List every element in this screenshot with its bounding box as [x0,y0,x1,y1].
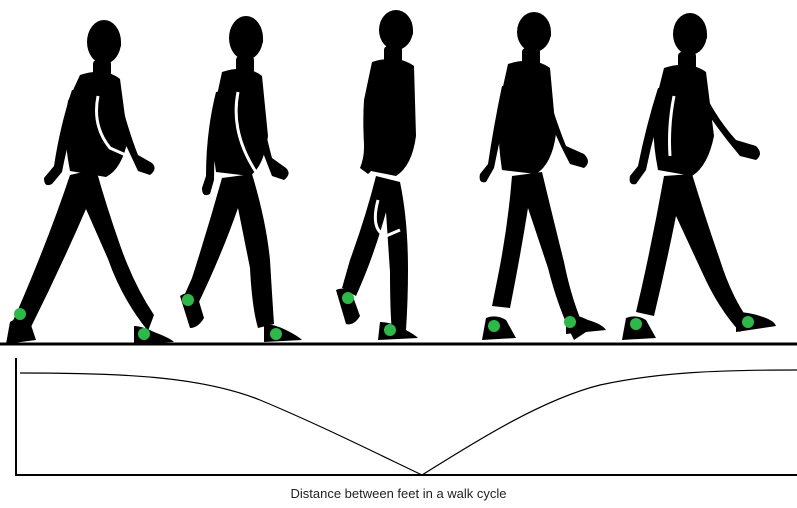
figure-1-front-foot-marker [138,328,150,340]
walker-figure-3 [336,10,418,340]
figure-4-front-foot-marker [564,316,576,328]
figure-2-back-foot-marker [182,294,194,306]
walker-figure-1 [6,20,174,344]
walker-figure-5 [622,13,776,340]
walker-figure-4 [480,12,606,340]
figure-2-front-foot-marker [270,328,282,340]
diagram-caption: Distance between feet in a walk cycle [0,486,797,501]
figure-3-back-foot-marker [342,292,354,304]
figure-5-back-foot-marker [630,318,642,330]
distance-curve [20,370,797,475]
walker-figure-2 [180,16,302,342]
figure-1-back-foot-marker [14,308,26,320]
figure-4-back-foot-marker [488,320,500,332]
figure-5-front-foot-marker [742,316,754,328]
figure-3-front-foot-marker [384,324,396,336]
